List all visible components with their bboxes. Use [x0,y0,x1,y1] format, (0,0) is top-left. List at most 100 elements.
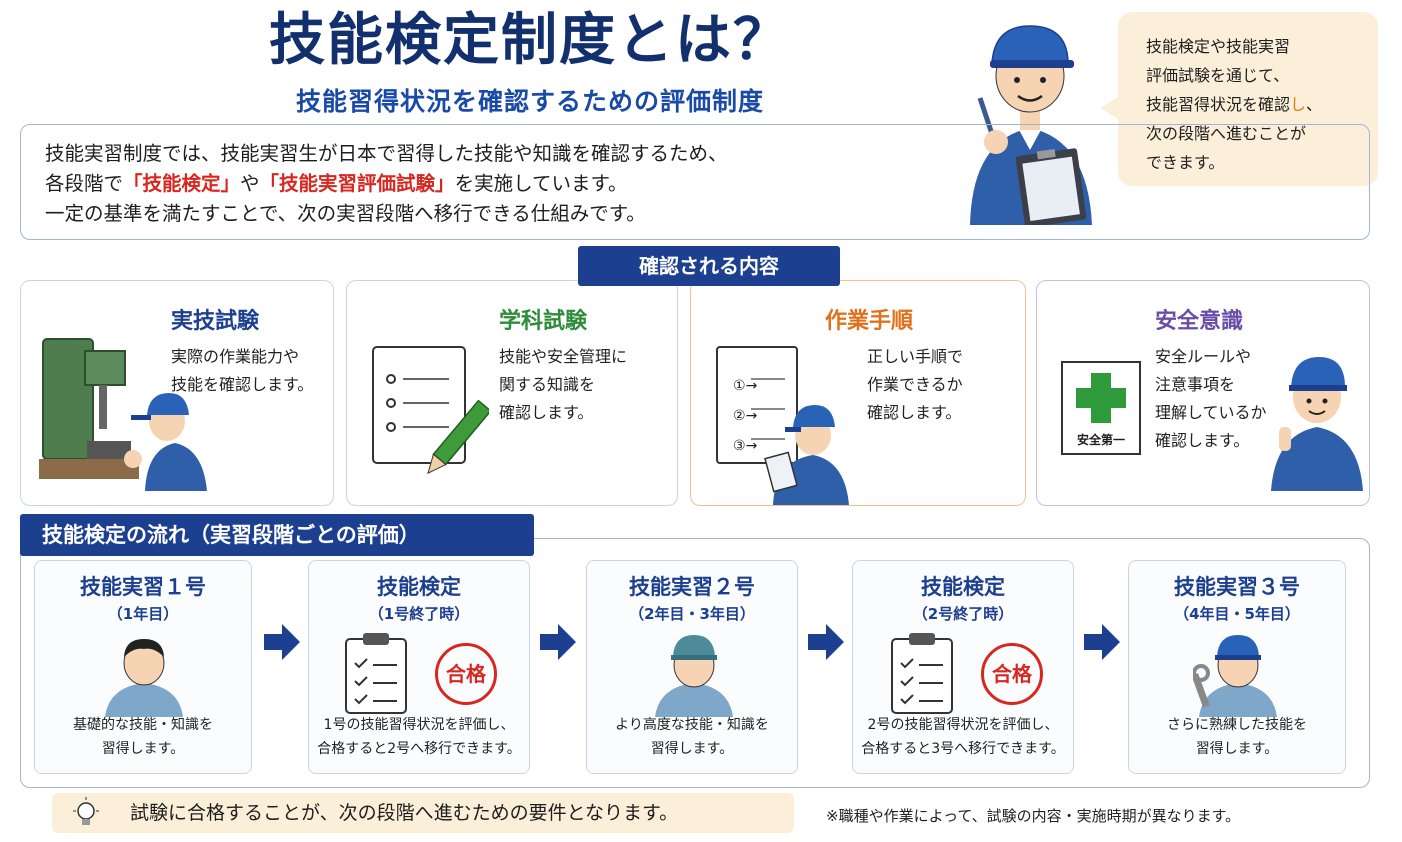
lightbulb-icon [73,797,99,825]
procedure-steps: ①→ ②→ ③→ [733,378,758,454]
footnote: ※職種や作業によって、試験の内容・実施時期が異なります。 [826,807,1241,825]
card-safety-awareness: 安全意識 安全ルールや注意事項を理解しているか確認します。 安全第一 [1036,280,1370,506]
stage-trainee-2: 技能実習２号 （2年目・3年目） より高度な技能・知識を習得します。 [586,560,798,774]
stage-title: 技能実習３号 [1174,575,1300,599]
card-desc: 正しい手順で作業できるか確認します。 [867,343,963,427]
worker-pointing-icon [1271,357,1363,491]
bubble-line-5: できます。 [1146,153,1225,172]
card-written-exam: 学科試験 技能や安全管理に関する知識を確認します。 [346,280,678,506]
stage-period: （1号終了時） [368,605,470,623]
stage-title: 技能検定 [921,575,1005,599]
intro-highlight: 「技能実習評価試験」 [259,172,455,195]
stage-desc-line: より高度な技能・知識を [615,717,769,733]
card-practical-exam: 実技試験 実際の作業能力や技能を確認します。 [20,280,334,506]
card-desc: 技能や安全管理に関する知識を確認します。 [499,343,627,427]
stage-desc: 1号の技能習得状況を評価し、合格すると2号へ移行できます。 [309,713,529,761]
card-work-procedure: 作業手順 正しい手順で作業できるか確認します。 ①→ ②→ ③→ [690,280,1026,506]
card-desc-line: 確認します。 [499,403,594,422]
checklist-clipboard-icon [891,633,953,714]
worker-with-clipboard-illustration [970,25,1092,225]
bubble-line-3: 技能習得状況を確認し、 [1146,90,1378,119]
trainee-wrench-avatar [1193,635,1277,717]
page-title: 技能検定制度とは？ [269,8,791,73]
card-title: 実技試験 [171,309,260,334]
stage-desc-line: 習得します。 [1195,741,1279,757]
card-title: 安全意識 [1155,309,1244,334]
arrow-right-icon [264,624,300,660]
card-desc-line: 確認します。 [867,403,962,422]
bubble-text: 技能習得状況を確認 [1146,95,1291,114]
card-title: 学科試験 [499,309,588,334]
stage-desc-line: 合格すると2号へ移行できます。 [317,741,521,757]
card-desc-line: 作業できるか [867,375,963,394]
speech-bubble-tail [1100,96,1120,120]
intro-line-3: 一定の基準を満たすことで、次の実習段階へ移行できる仕組みです。 [45,202,646,225]
card-desc-line: 注意事項を [1155,375,1236,394]
safety-cross-icon [1076,373,1126,423]
intro-box: 技能実習制度では、技能実習生が日本で習得した技能や知識を確認するため、 各段階で… [20,124,1370,240]
page-subtitle: 技能習得状況を確認するための評価制度 [295,87,764,116]
intro-line-2: 各段階で「技能検定」や「技能実習評価試験」を実施しています。 [45,169,1369,199]
safety-sign-label: 安全第一 [1076,433,1125,447]
checklist-clipboard-icon [345,633,407,714]
intro-highlight: 「技能検定」 [123,172,241,195]
bubble-line-2: 評価試験を通じて、 [1146,66,1290,85]
stage-desc-line: 習得します。 [101,741,185,757]
tip-banner: 試験に合格することが、次の段階へ進むための要件となります。 [52,793,794,833]
stage-desc: 2号の技能習得状況を評価し、合格すると3号へ移行できます。 [853,713,1073,761]
stage-desc: より高度な技能・知識を習得します。 [587,713,797,761]
card-desc-line: 確認します。 [1155,431,1250,450]
arrow-right-icon [1084,624,1120,660]
arrow-right-icon [808,624,844,660]
tip-text: 試験に合格することが、次の段階へ進むための要件となります。 [130,802,679,824]
step-number: ② [733,408,746,424]
stage-period: （1年目） [107,605,179,623]
test-paper-pencil-icon [372,346,489,475]
procedure-list-board [716,346,798,464]
speech-bubble: 技能検定や技能実習 評価試験を通じて、 技能習得状況を確認し、 次の段階へ進むこ… [1118,12,1378,186]
stage-desc: さらに熟練した技能を習得します。 [1129,713,1345,761]
stage-desc-line: 合格すると3号へ移行できます。 [861,741,1065,757]
card-desc-line: 実際の作業能力や [171,347,300,366]
bubble-highlight: し [1290,95,1307,114]
stage-desc: 基礎的な技能・知識を習得します。 [35,713,251,761]
card-desc: 安全ルールや注意事項を理解しているか確認します。 [1155,343,1267,455]
intro-line-1: 技能実習制度では、技能実習生が日本で習得した技能や知識を確認するため、 [45,142,728,165]
stage-period: （2年目・3年目） [629,605,755,623]
stage-title: 技能実習２号 [629,575,755,599]
intro-text: や [240,172,260,195]
card-desc-line: 関する知識を [499,375,596,394]
trainee-cap-avatar [655,635,733,717]
trainee-avatar [105,639,183,717]
arrow-right-icon [540,624,576,660]
stage-trainee-1: 技能実習１号 （1年目） 基礎的な技能・知識を習得します。 [34,560,252,774]
stage-desc-line: 習得します。 [650,741,734,757]
card-desc-line: 安全ルールや [1155,347,1252,366]
card-title: 作業手順 [825,309,914,334]
safety-sign: 安全第一 [1061,361,1141,455]
stage-title: 技能実習１号 [80,575,206,599]
stage-desc-line: 基礎的な技能・知識を [73,717,213,733]
stage-trainee-3: 技能実習３号 （4年目・5年目） さらに熟練した技能を習得します。 [1128,560,1346,774]
stage-title: 技能検定 [377,575,461,599]
step-number: ① [733,378,746,394]
intro-text: を実施しています。 [454,172,628,195]
pass-badge: 合格 [435,643,497,705]
card-desc-line: 正しい手順で [867,347,964,366]
stage-desc-line: 1号の技能習得状況を評価し、 [323,717,515,733]
content-section-label: 確認される内容 [578,246,840,286]
flow-section-box [20,538,1370,788]
stage-period: （4年目・5年目） [1174,605,1300,623]
bubble-text: 、 [1306,95,1323,114]
worker-reading-icon [764,405,849,505]
step-number: ③ [733,438,746,454]
stage-desc-line: さらに熟練した技能を [1167,717,1307,733]
drill-press-worker-icon [39,338,207,491]
card-desc-line: 技能を確認します。 [171,375,314,394]
stage-exam-2: 技能検定 （2号終了時） 合格 2号の技能習得状況を評価し、合格すると3号へ移行… [852,560,1074,774]
intro-text: 各段階で [45,172,124,195]
bubble-line-1: 技能検定や技能実習 [1146,37,1291,56]
stage-exam-1: 技能検定 （1号終了時） 合格 1号の技能習得状況を評価し、合格すると2号へ移行… [308,560,530,774]
stage-period: （2号終了時） [912,605,1014,623]
bubble-line-4: 次の段階へ進むことが [1146,124,1307,143]
